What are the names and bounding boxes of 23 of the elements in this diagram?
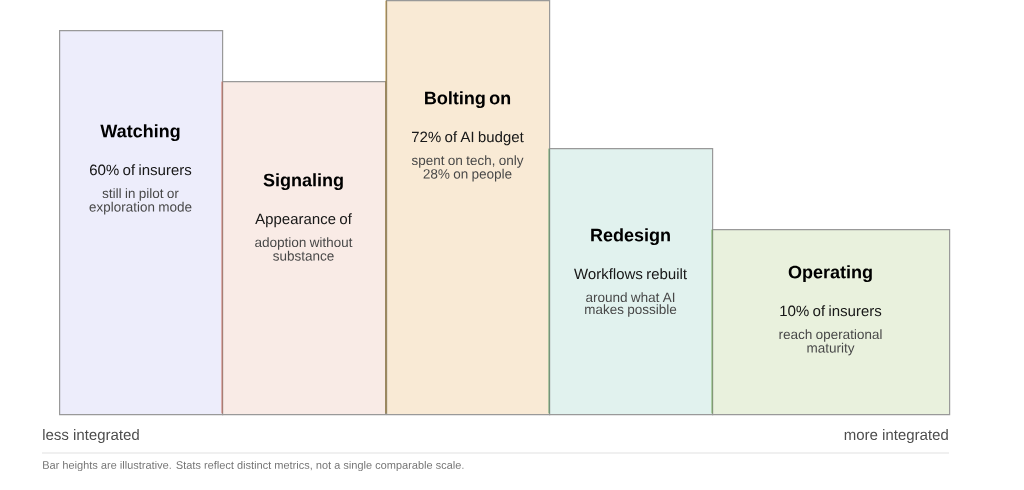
- stat-text: 10% of insurers: [780, 305, 882, 317]
- stat-text: Workflows rebuilt: [574, 268, 687, 280]
- description-text: around what AI makes possible: [585, 292, 677, 317]
- description-text: reach operational maturity: [779, 329, 882, 356]
- stage-heading: Signaling: [263, 173, 343, 191]
- axis-end-label: less integrated: [43, 429, 139, 443]
- stage-bar: [711, 229, 951, 416]
- stage-heading: Bolting on: [425, 91, 511, 109]
- stat-text: 72% of AI budget: [412, 131, 524, 146]
- stage-heading: Watching: [100, 124, 180, 142]
- stage-heading: Redesign: [591, 228, 670, 246]
- stat-text: 60% of insurers: [90, 164, 192, 176]
- description-text: spent on tech, only 28% on people: [411, 155, 524, 182]
- stage-bar: [221, 81, 387, 416]
- axis-end-label: more integrated: [844, 429, 948, 443]
- description-text: adoption without substance: [255, 237, 353, 261]
- stage-bar: [59, 30, 224, 416]
- description-text: still in pilot or exploration mode: [89, 188, 192, 215]
- stage-heading: Operating: [788, 265, 872, 283]
- stage-bar: [385, 0, 551, 416]
- stage-bar: [548, 148, 714, 416]
- stat-text: Appearance of: [255, 213, 352, 228]
- source-note: Bar heights are illustrative. Stats reflect distinct metrics, not a single comparable scale.: [43, 460, 464, 472]
